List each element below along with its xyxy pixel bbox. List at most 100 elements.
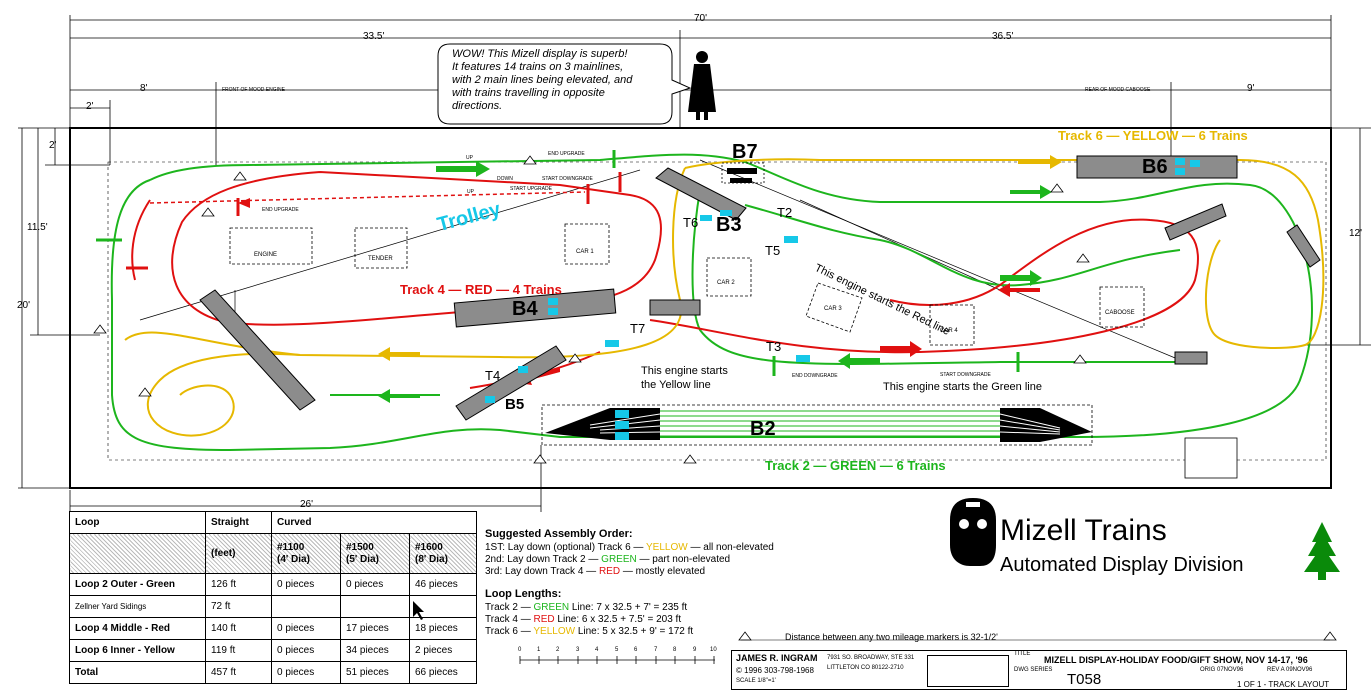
loop-length-1: Track 2 — GREEN Line: 7 x 32.5 + 7' = 23… xyxy=(485,602,687,613)
rev-date: REV A 09NOV96 xyxy=(1267,667,1313,673)
scale-tick: 9 xyxy=(693,647,697,653)
block-b5: B5 xyxy=(505,396,525,413)
table-note-box xyxy=(1184,437,1238,479)
scale-tick: 4 xyxy=(595,647,599,653)
callout-line-1: WOW! This Mizell display is superb! xyxy=(452,48,628,60)
row-c1600: 18 pieces xyxy=(409,617,477,640)
track2-title: Track 2 — GREEN — 6 Trains xyxy=(765,458,946,473)
block-b6: B6 xyxy=(1142,156,1168,178)
assembly-step-1: 1ST: Lay down (optional) Track 6 — YELLO… xyxy=(485,542,774,553)
red-track xyxy=(131,171,1199,389)
row-straight: 72 ft xyxy=(205,595,272,618)
mood-caboose: CABOOSE xyxy=(1105,310,1135,316)
callout-line-4: with trains travelling in opposite xyxy=(452,87,605,99)
train-t7: T7 xyxy=(630,321,646,336)
callout-line-3: with 2 main lines being elevated, and xyxy=(452,74,633,86)
track4-title: Track 4 — RED — 4 Trains xyxy=(400,282,562,297)
block-b2: B2 xyxy=(750,418,776,440)
sheet-number: 1 OF 1 - TRACK LAYOUT xyxy=(1237,680,1330,689)
row-loop-total: Total xyxy=(69,661,206,684)
grade-up-label: UP xyxy=(466,155,473,161)
train-t5: T5 xyxy=(765,243,781,258)
dim-start-offset: 2' xyxy=(86,101,94,112)
loop-length-1-color: GREEN xyxy=(533,602,570,613)
assembly-step-2-color: GREEN xyxy=(601,554,637,565)
hdr-loop-blank xyxy=(69,533,206,574)
block-b7: B7 xyxy=(732,141,758,163)
yellow-start-note-2: the Yellow line xyxy=(641,379,711,391)
start-upgrade-label: START UPGRADE xyxy=(510,186,552,192)
mood-engine: ENGINE xyxy=(254,252,278,258)
callout-bubble xyxy=(437,43,692,125)
row-straight: 119 ft xyxy=(205,639,272,662)
callout-text: WOW! This Mizell display is superb! It f… xyxy=(452,48,632,113)
assembly-step-3: 3rd: Lay down Track 4 — RED — mostly ele… xyxy=(485,566,705,577)
callout-line-5: directions. xyxy=(452,100,503,112)
assembly-step-2: 2nd: Lay down Track 2 — GREEN — part non… xyxy=(485,554,730,565)
dim-top-offset: 2' xyxy=(49,140,57,151)
row-c1500 xyxy=(340,595,410,618)
track6-title: Track 6 — YELLOW — 6 Trains xyxy=(1058,128,1248,143)
orig-date: ORIG 07NOV96 xyxy=(1200,667,1244,673)
dim-height-right: 12' xyxy=(1349,228,1363,239)
dim-rear-offset: 9' xyxy=(1247,83,1255,94)
hdr-c1100: #1100(4' Dia) xyxy=(271,533,341,574)
assembly-step-1-c: — all non-elevated xyxy=(687,542,774,553)
locomotive-logo-icon xyxy=(950,498,996,566)
assembly-heading: Suggested Assembly Order: xyxy=(485,528,633,540)
assembly-step-3-c: — mostly elevated xyxy=(620,566,706,577)
designer: JAMES R. INGRAM xyxy=(736,653,818,663)
train-t2: T2 xyxy=(777,205,793,220)
mileage-note: Distance between any two mileage markers… xyxy=(785,632,998,642)
scale-tick: 2 xyxy=(556,647,560,653)
row-c1500: 0 pieces xyxy=(340,573,410,596)
row-loop: Loop 2 Outer - Green xyxy=(69,573,206,596)
assembly-step-2-a: 2nd: Lay down Track 2 — xyxy=(485,554,602,565)
loop-length-2: Track 4 — RED Line: 6 x 32.5 + 7.5' = 20… xyxy=(485,614,681,625)
row-c1600 xyxy=(409,595,477,618)
scale-tick: 0 xyxy=(518,647,522,653)
assembly-step-1-a: 1ST: Lay down (optional) Track 6 — xyxy=(485,542,647,553)
row-c1100-total: 0 pieces xyxy=(271,661,341,684)
scale-tick: 5 xyxy=(615,647,619,653)
dim-bottom-width: 26' xyxy=(300,499,314,510)
hdr-curved: Curved xyxy=(271,511,477,534)
rear-of-mood-caboose: REAR OF MOOD CABOOSE xyxy=(1085,87,1151,93)
train-t6: T6 xyxy=(683,215,699,230)
hdr-c1600-dia: (8' Dia) xyxy=(415,553,448,565)
train-t3: T3 xyxy=(766,339,782,354)
end-upgrade-label: END UPGRADE xyxy=(548,151,585,157)
train-t4: T4 xyxy=(485,368,501,383)
assembly-step-3-color: RED xyxy=(598,566,621,577)
row-c1500-total: 51 pieces xyxy=(340,661,410,684)
row-straight: 126 ft xyxy=(205,573,272,596)
dwg-series: DWG SERIES xyxy=(1014,667,1053,673)
scale-tick: 6 xyxy=(634,647,638,653)
row-loop: Loop 4 Middle - Red xyxy=(69,617,206,640)
row-c1500: 17 pieces xyxy=(340,617,410,640)
hdr-c1600: #1600(8' Dia) xyxy=(409,533,477,574)
dim-height-left: 11.5' xyxy=(27,222,48,233)
dim-total-width: 70' xyxy=(694,13,708,24)
scale-tick: 10 xyxy=(710,647,717,653)
loop-length-1-a: Track 2 — xyxy=(485,602,534,613)
loop-length-3-color: YELLOW xyxy=(533,626,576,637)
loop-length-2-c: Line: 6 x 32.5 + 7.5' = 203 ft xyxy=(554,614,682,625)
dim-height-total: 20' xyxy=(17,300,31,311)
scale-text: SCALE 1/8"=1' xyxy=(736,678,776,684)
row-straight: 140 ft xyxy=(205,617,272,640)
mood-car3: CAR 3 xyxy=(824,306,842,312)
mood-car2: CAR 2 xyxy=(717,280,735,286)
green-track xyxy=(110,153,1313,452)
hdr-straight: Straight xyxy=(205,511,272,534)
mood-car4: CAR 4 xyxy=(940,328,958,334)
grade-up-label-2: UP xyxy=(467,189,474,195)
woman-figure-icon xyxy=(688,51,716,120)
christmas-tree-icon xyxy=(1304,522,1340,580)
front-of-mood-engine: FRONT OF MOOD ENGINE xyxy=(222,87,285,93)
company-stamp xyxy=(927,655,1009,687)
scale-tick: 3 xyxy=(576,647,580,653)
loop-length-2-a: Track 4 — xyxy=(485,614,534,625)
hdr-loop: Loop xyxy=(69,511,206,534)
